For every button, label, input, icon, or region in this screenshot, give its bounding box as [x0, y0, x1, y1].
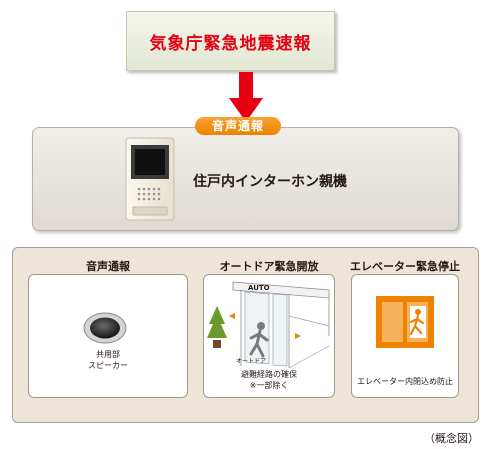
concept-diagram-note: （概念図） [424, 432, 479, 445]
auto-sign: AUTO [248, 284, 270, 292]
autodoor-title: オートドア緊急開放 [219, 260, 319, 273]
elevator-caption: エレベーター内閉込め防止 [357, 377, 453, 386]
intercom-box [32, 127, 459, 231]
down-arrow-icon [229, 72, 263, 122]
speaker-icon [83, 312, 127, 344]
voice-notification-badge: 音声通報 [195, 117, 281, 135]
elevator-exit-icon [376, 296, 434, 348]
autodoor-caption-1: 避難経路の確保 [241, 370, 297, 379]
intercom-device-icon [125, 137, 175, 221]
voice-title: 音声通報 [86, 260, 130, 273]
autodoor-label: オートドア [236, 358, 267, 365]
autodoor-caption-2: ※一部除く [249, 381, 289, 390]
speaker-caption: 共用部 スピーカー [88, 350, 128, 370]
earthquake-alert-box: 気象庁緊急地震速報 [126, 11, 335, 71]
intercom-label: 住戸内インターホン親機 [193, 174, 347, 190]
earthquake-alert-title: 気象庁緊急地震速報 [149, 33, 312, 54]
elevator-title: エレベーター緊急停止 [350, 260, 460, 273]
autodoor-illustration [207, 281, 330, 369]
